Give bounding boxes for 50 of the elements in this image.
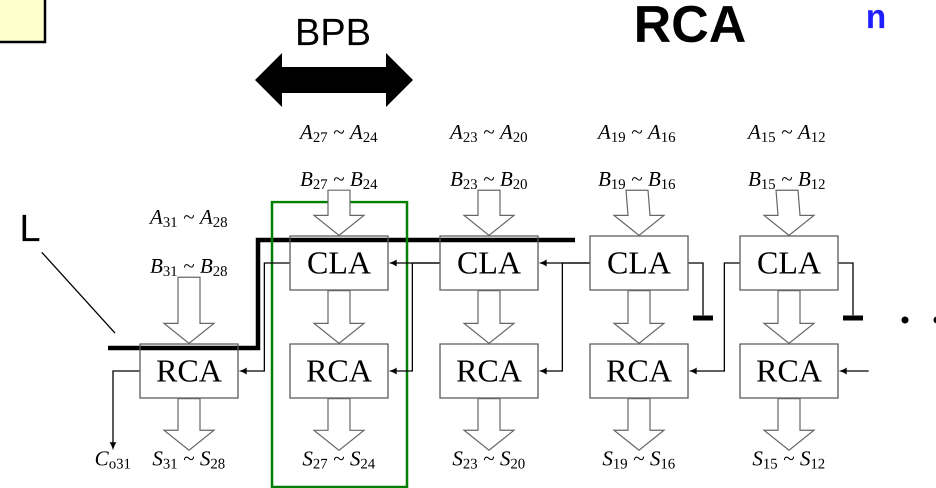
arrow <box>840 368 869 374</box>
ground-symbol <box>843 316 863 320</box>
block-arrow <box>312 398 366 452</box>
arrow <box>690 262 740 374</box>
rca-box: RCA <box>739 343 839 399</box>
arrow <box>540 262 590 374</box>
block-arrow <box>462 398 516 451</box>
arrow <box>240 262 290 374</box>
leader-line <box>41 252 116 334</box>
block-arrow <box>162 276 216 344</box>
output-label: S$_{19}$ ~ S$_{16}$ <box>602 451 675 469</box>
line-label: L <box>22 214 40 242</box>
title-text: RCA <box>637 6 745 42</box>
block-arrow <box>462 190 516 236</box>
block-arrow <box>762 398 816 451</box>
heading-label: BPB <box>298 18 370 46</box>
input-label: A$_{15}$ ~ A$_{12}$ B$_{15}$ ~ B$_{12}$ <box>746 124 825 190</box>
cla-box: CLA <box>439 235 539 291</box>
cla-box: CLA <box>739 235 839 291</box>
block-arrow <box>312 290 366 344</box>
block-arrow <box>162 398 216 451</box>
block-arrow <box>762 290 816 344</box>
input-label: A$_{19}$ ~ A$_{16}$ B$_{19}$ ~ B$_{16}$ <box>596 124 676 190</box>
input-label: A$_{23}$ ~ A$_{20}$ B$_{23}$ ~ B$_{20}$ <box>448 124 527 190</box>
output-label: S$_{23}$ ~ S$_{20}$ <box>452 451 525 469</box>
rca-box: RCA <box>439 343 539 399</box>
rca-box: RCA <box>589 343 689 399</box>
ground-symbol <box>693 316 713 320</box>
connector-line <box>838 262 854 316</box>
block-arrow <box>312 190 366 236</box>
block-arrow <box>612 190 666 236</box>
variable-text: n <box>868 10 884 28</box>
arrow <box>390 262 440 374</box>
carry-out-label: C$_{o31}$ <box>96 451 130 469</box>
output-label: S$_{15}$ ~ S$_{12}$ <box>752 451 824 469</box>
cla-box: CLA <box>589 235 689 291</box>
input-label: A$_{31}$ ~ A$_{28}$ B$_{31}$ ~ B$_{28}$ <box>148 210 227 276</box>
block-arrow <box>762 190 816 236</box>
connector-line <box>688 262 704 316</box>
output-label: S$_{31}$ ~ S$_{28}$ <box>152 451 225 469</box>
highlight-frame <box>270 200 408 488</box>
block-arrow <box>612 398 666 451</box>
block-arrow <box>462 290 516 344</box>
rca-box: RCA <box>139 343 239 399</box>
input-label: A$_{27}$ ~ A$_{24}$ B$_{27}$ ~ B$_{24}$ <box>298 125 378 189</box>
arrow <box>110 370 140 449</box>
rca-box: RCA <box>289 343 389 399</box>
output-label: S$_{27}$ ~ S$_{24}$ <box>302 452 375 469</box>
block-arrow <box>612 290 666 344</box>
cla-box: CLA <box>289 235 389 291</box>
